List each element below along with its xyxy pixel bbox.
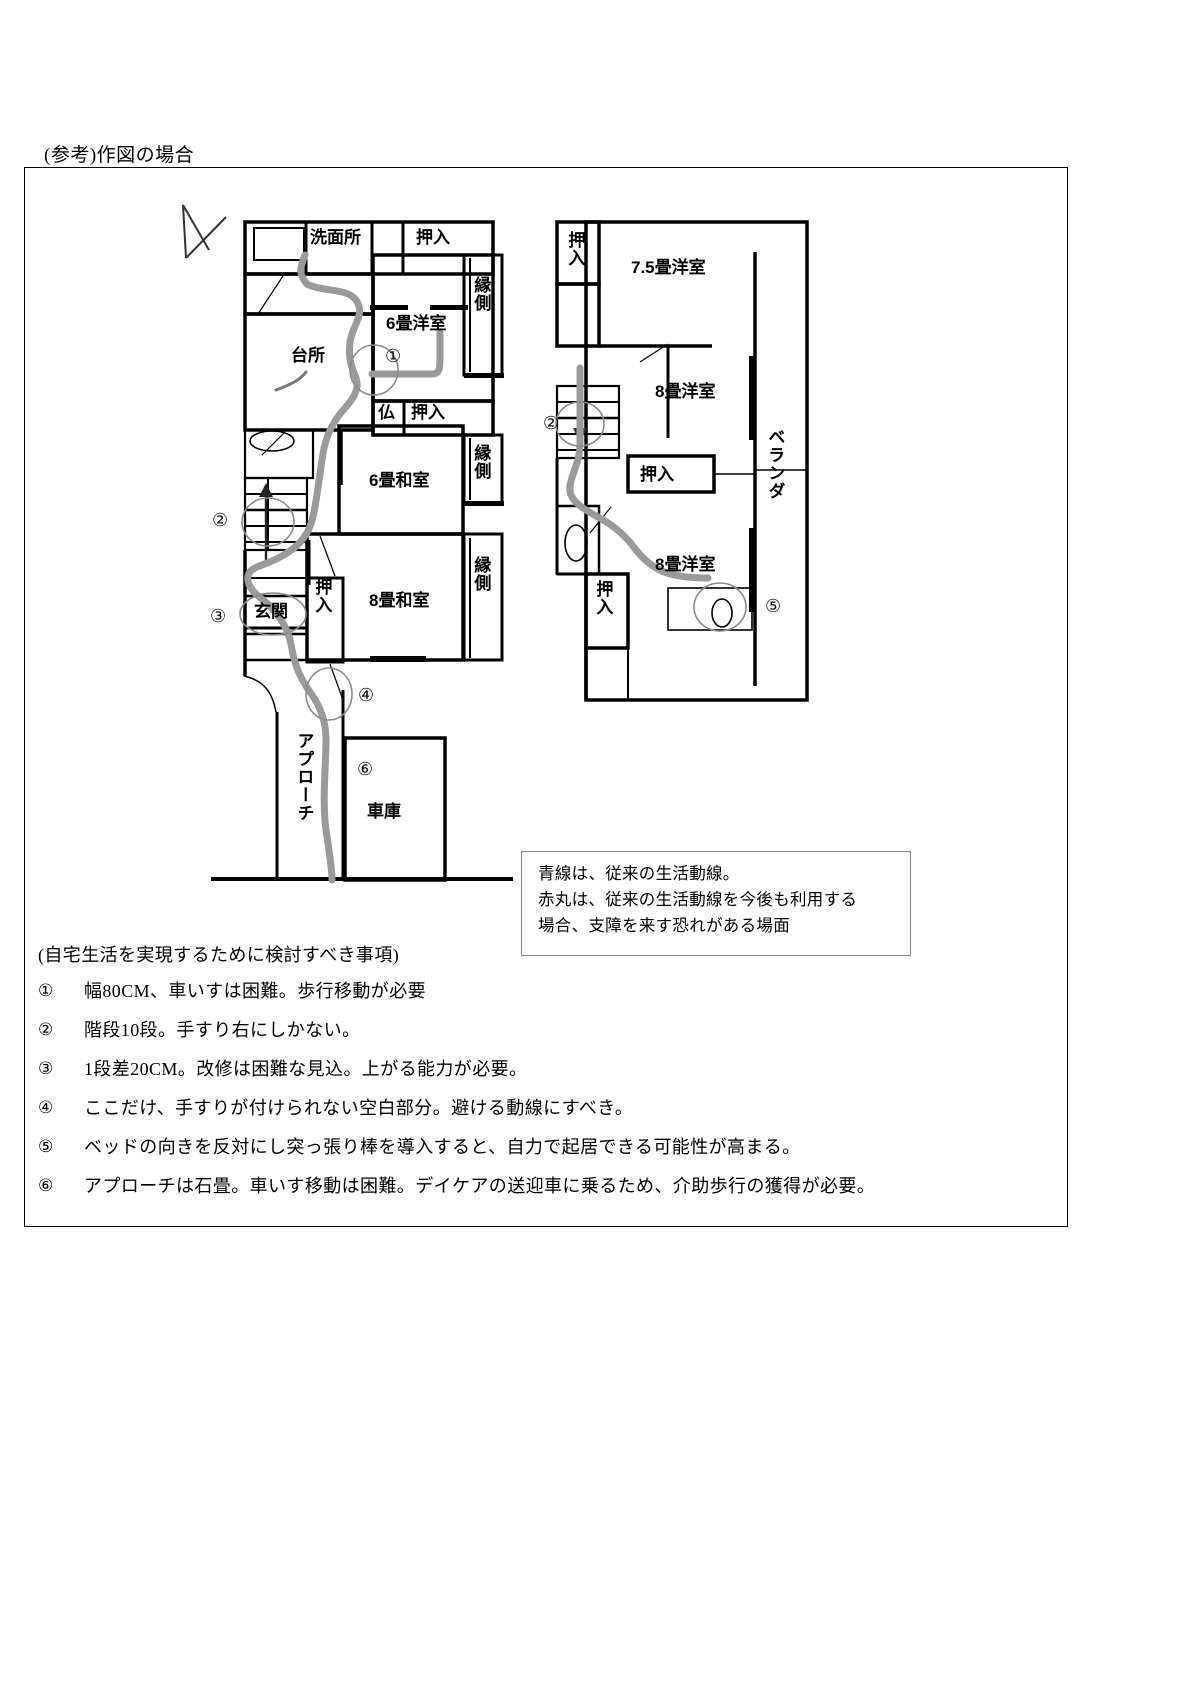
page-title: (参考)作図の場合 (44, 145, 195, 166)
room-label-8jo-yoshitsu-a: 8畳洋室 (655, 382, 716, 401)
plan-marker-1: ① (385, 346, 402, 367)
legend-line-1: 青線は、従来の生活動線。 (538, 864, 740, 883)
room-label-engawa-1: 縁側 (471, 276, 491, 312)
legend-line-2: 赤丸は、従来の生活動線を今後も利用する (538, 890, 858, 909)
room-label-washroom: 洗面所 (310, 228, 361, 247)
note-number: ① (38, 981, 54, 1001)
notes-heading: (自宅生活を実現するために検討すべき事項) (38, 945, 400, 965)
room-label-kitchen: 台所 (291, 346, 325, 365)
room-label-engawa-3: 縁側 (471, 556, 491, 592)
note-number: ④ (38, 1098, 54, 1118)
plan-marker-6: ⑥ (357, 759, 374, 780)
room-label-8jo-washitsu: 8畳和室 (369, 591, 430, 610)
note-text: 1段差20CM。改修は困難な見込。上がる能力が必要。 (84, 1059, 528, 1079)
plan-marker-3: ③ (210, 606, 227, 627)
notes-section: (自宅生活を実現するために検討すべき事項) ① 幅80CM、車いすは困難。歩行移… (38, 938, 1038, 1206)
room-label-closet-3: 押入 (312, 578, 332, 614)
note-item-1: ① 幅80CM、車いすは困難。歩行移動が必要 (38, 972, 1038, 1011)
note-item-2: ② 階段10段。手すり右にしかない。 (38, 1011, 1038, 1050)
room-label-garage: 車庫 (367, 802, 401, 821)
room-label-entrance: 玄関 (254, 602, 288, 621)
note-text: 幅80CM、車いすは困難。歩行移動が必要 (84, 981, 427, 1001)
content-frame (24, 167, 1068, 1227)
note-number: ② (38, 1020, 54, 1040)
note-item-5: ⑤ ベッドの向きを反対にし突っ張り棒を導入すると、自力で起居できる可能性が高まる… (38, 1128, 1038, 1167)
note-number: ⑤ (38, 1137, 54, 1157)
room-label-6jo-yoshitsu: 6畳洋室 (386, 314, 447, 333)
room-label-balcony: ベランダ (765, 428, 785, 500)
room-label-closet-u1: 押入 (565, 231, 585, 267)
plan-marker-2: ② (212, 510, 229, 531)
note-item-4: ④ ここだけ、手すりが付けられない空白部分。避ける動線にすべき。 (38, 1089, 1038, 1128)
room-label-closet-u2: 押入 (640, 465, 674, 484)
note-number: ⑥ (38, 1176, 54, 1196)
note-item-3: ③ 1段差20CM。改修は困難な見込。上がる能力が必要。 (38, 1050, 1038, 1089)
room-label-6jo-washitsu: 6畳和室 (369, 471, 430, 490)
note-text: アプローチは石畳。車いす移動は困難。デイケアの送迎車に乗るため、介助歩行の獲得が… (84, 1176, 876, 1196)
room-label-engawa-2: 縁側 (471, 444, 491, 480)
note-text: ここだけ、手すりが付けられない空白部分。避ける動線にすべき。 (84, 1098, 634, 1118)
room-label-closet-u3: 押入 (593, 580, 613, 616)
room-label-approach: アプローチ (294, 732, 314, 822)
room-label-75jo-yoshitsu: 7.5畳洋室 (631, 258, 706, 277)
room-label-closet-1: 押入 (416, 228, 450, 247)
note-text: ベッドの向きを反対にし突っ張り棒を導入すると、自力で起居できる可能性が高まる。 (84, 1137, 801, 1157)
legend-box: 青線は、従来の生活動線。 赤丸は、従来の生活動線を今後も利用する 場合、支障を来… (521, 851, 911, 956)
room-label-butsudan: 仏 (378, 403, 395, 422)
note-item-6: ⑥ アプローチは石畳。車いす移動は困難。デイケアの送迎車に乗るため、介助歩行の獲… (38, 1167, 1038, 1206)
legend-line-3: 場合、支障を来す恐れがある場面 (538, 916, 790, 935)
room-label-closet-2: 押入 (411, 403, 445, 422)
plan-marker-2-second-floor: ② (543, 413, 560, 434)
note-number: ③ (38, 1059, 54, 1079)
room-label-8jo-yoshitsu-b: 8畳洋室 (655, 555, 716, 574)
plan-marker-4: ④ (358, 685, 375, 706)
plan-marker-5: ⑤ (765, 596, 782, 617)
note-text: 階段10段。手すり右にしかない。 (84, 1020, 361, 1040)
